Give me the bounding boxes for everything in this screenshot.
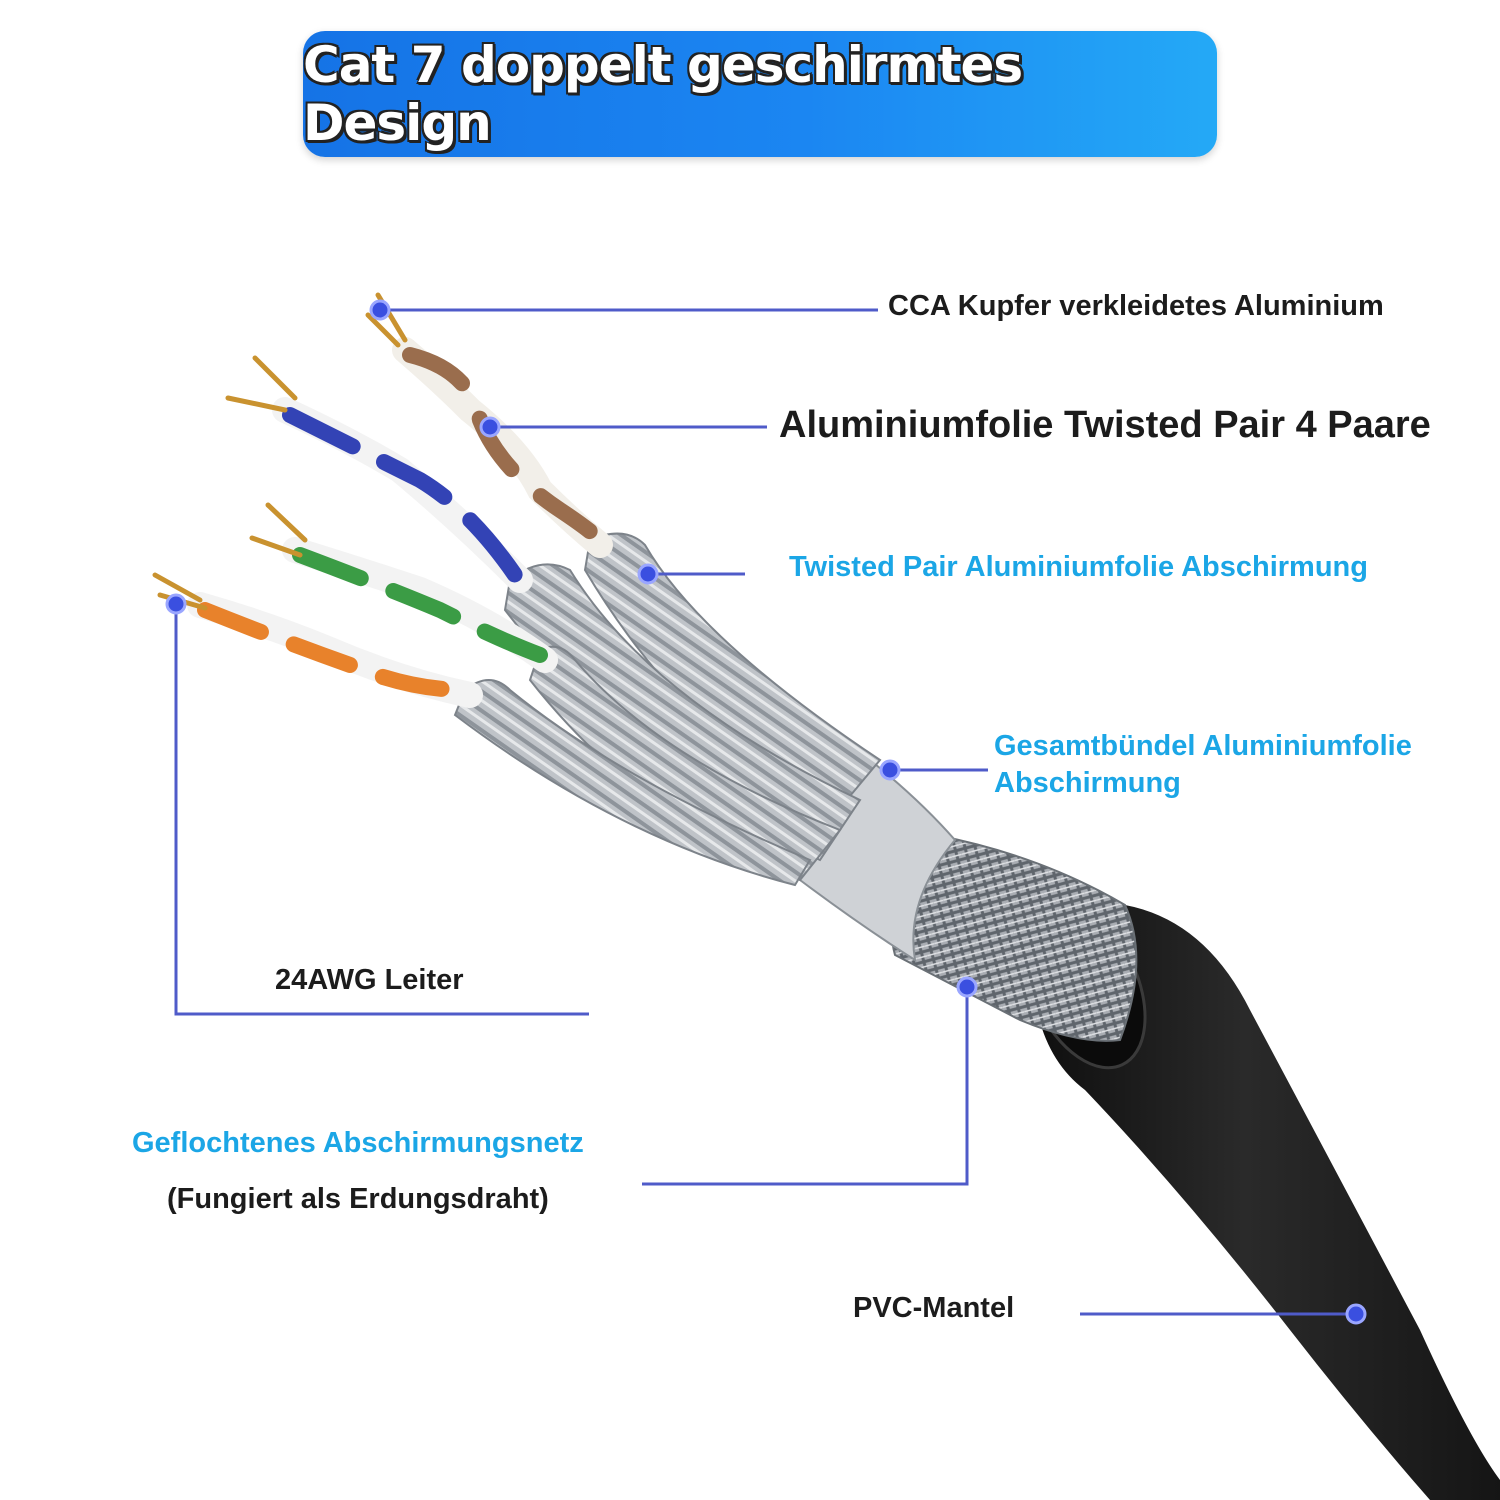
banner-title: Cat 7 doppelt geschirmtes Design	[303, 36, 1023, 152]
pair-green	[282, 537, 558, 673]
marker-bundle-shield	[879, 759, 901, 781]
pair-orange	[187, 592, 483, 708]
label-twisted-pair: Aluminiumfolie Twisted Pair 4 Paare	[779, 404, 1431, 446]
marker-dots	[165, 299, 1367, 1325]
leader-braid	[642, 987, 969, 1186]
pair-brown	[392, 337, 613, 558]
label-jacket: PVC-Mantel	[853, 1292, 1015, 1324]
leader-lines	[174, 308, 1356, 1316]
label-conductor: 24AWG Leiter	[275, 964, 464, 996]
label-cca: CCA Kupfer verkleidetes Aluminium	[888, 290, 1384, 322]
leader-conductor	[174, 604, 589, 1016]
label-bundle-shield-line2: Abschirmung	[994, 767, 1181, 799]
marker-cca	[369, 299, 391, 321]
marker-braid	[956, 976, 978, 998]
label-braid-line1: Geflochtenes Abschirmungsnetz	[132, 1127, 584, 1159]
pair-foil-orange	[453, 679, 812, 887]
pair-blue	[272, 397, 533, 593]
marker-pair-shield	[637, 563, 659, 585]
pvc-jacket	[1035, 905, 1500, 1500]
marker-twisted-pair	[479, 416, 501, 438]
label-bundle-shield-line1: Gesamtbündel Aluminiumfolie	[994, 730, 1412, 762]
label-pair-shield: Twisted Pair Aluminiumfolie Abschirmung	[789, 551, 1368, 583]
title-banner: Cat 7 doppelt geschirmtes Design	[303, 31, 1217, 157]
marker-jacket	[1345, 1303, 1367, 1325]
label-braid-line2: (Fungiert als Erdungsdraht)	[167, 1183, 549, 1215]
marker-conductor	[165, 593, 187, 615]
